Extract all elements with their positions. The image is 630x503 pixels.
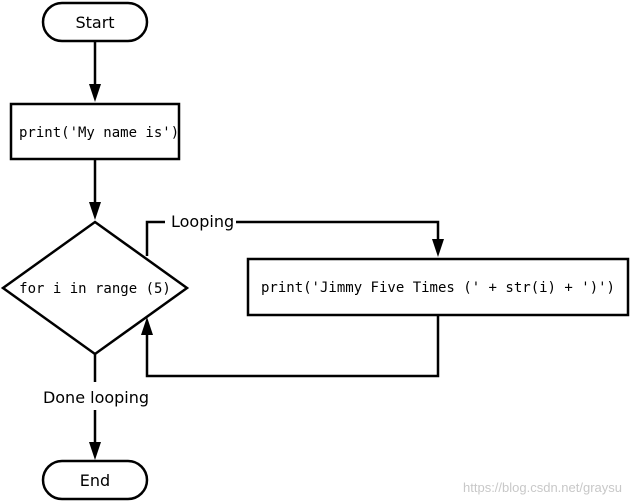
end-label: End xyxy=(80,471,110,490)
watermark-text: https://blog.csdn.net/graysu xyxy=(463,480,622,495)
done-looping-label: Done looping xyxy=(43,388,149,407)
arrow-done-looping xyxy=(89,354,101,460)
print-jimmy-code: print('Jimmy Five Times (' + str(i) + ')… xyxy=(261,280,615,296)
arrow-loop-back xyxy=(141,315,440,378)
print-name-process xyxy=(9,102,181,161)
arrow-start-to-print xyxy=(89,41,101,102)
start-label: Start xyxy=(75,13,114,32)
arrow-looping xyxy=(145,220,444,257)
print-name-code: print('My name is') xyxy=(19,125,179,141)
looping-label: Looping xyxy=(171,212,234,231)
loop-condition-code: for i in range (5) xyxy=(19,281,171,297)
end-terminator xyxy=(41,459,149,501)
arrow-print-to-decision xyxy=(89,159,101,220)
print-jimmy-process xyxy=(246,257,630,317)
